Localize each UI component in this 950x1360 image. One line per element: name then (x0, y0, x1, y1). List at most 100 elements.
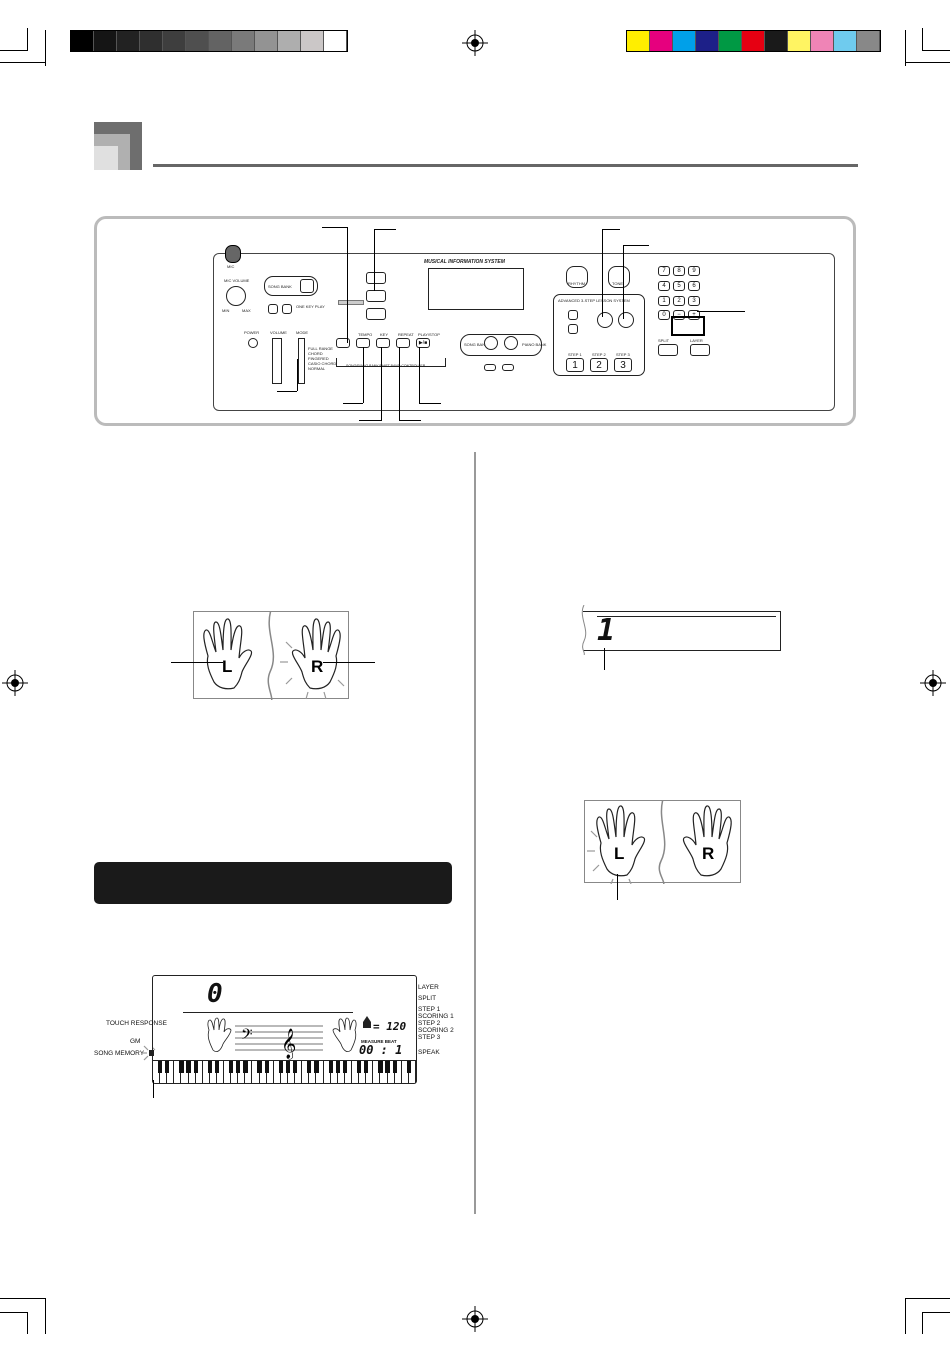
play-stop-button[interactable]: ▶/■ (416, 338, 430, 348)
mode-label: MODE (296, 330, 308, 335)
split-button[interactable] (658, 344, 678, 356)
lcd-digit: 1 (597, 613, 616, 648)
mode-list: FULL RANGE CHORD FINGERED CASIO CHORD NO… (308, 346, 336, 371)
lcd-black-key (285, 1061, 291, 1073)
crop-mark (27, 28, 28, 50)
right-hand-button[interactable] (618, 312, 634, 328)
tempo-down-button[interactable] (484, 364, 496, 371)
tone-button[interactable] (608, 266, 630, 288)
numpad-key[interactable]: 0 (658, 310, 670, 321)
metronome-icon (363, 1016, 371, 1028)
split-label: SPLIT (658, 338, 670, 343)
touch-response-label: TOUCH RESPONSE (106, 1020, 167, 1027)
mode-switch[interactable] (298, 338, 305, 384)
step-label: STEP 3 (616, 352, 630, 357)
callout-line (359, 420, 381, 421)
color-swatch (627, 31, 650, 51)
numpad-key[interactable]: 8 (673, 266, 685, 276)
mic-volume-knob[interactable] (226, 286, 246, 306)
numpad-key[interactable]: 6 (688, 280, 700, 291)
lcd-white-key (217, 1061, 225, 1083)
down-button[interactable] (268, 304, 278, 314)
piano-bank-button[interactable] (504, 336, 518, 350)
gray-swatch (278, 31, 301, 51)
lcd-black-key (193, 1061, 198, 1073)
song-bank-button-label: SONG BANK (464, 342, 488, 347)
lcd-white-key (295, 1061, 303, 1083)
lcd-black-key (406, 1061, 411, 1073)
lcd-black-key (257, 1061, 262, 1073)
measure-beat-readout: 00 : 1 (359, 1043, 403, 1057)
step-label: STEP 1 (568, 352, 582, 357)
tempo-readout: = 120 (373, 1020, 407, 1033)
numpad-key[interactable]: 1 (658, 295, 670, 306)
power-button[interactable] (248, 338, 258, 348)
lcd-white-key (267, 1061, 274, 1083)
callout-line (374, 229, 396, 230)
lcd-inner-line (597, 616, 776, 617)
left-hand-button[interactable] (597, 312, 613, 328)
lcd-white-key (345, 1061, 352, 1083)
numpad-key[interactable]: 5 (673, 280, 685, 291)
lcd-white-key (366, 1061, 374, 1083)
upper-center-button-3[interactable] (366, 308, 386, 320)
lcd-white-key (395, 1061, 402, 1083)
metronome-button[interactable] (568, 310, 578, 320)
numpad-key[interactable]: 4 (658, 280, 670, 291)
blink-indicator-icon (142, 1045, 154, 1061)
gray-swatch (163, 31, 186, 51)
repeat-button[interactable] (396, 338, 410, 348)
numpad-key[interactable]: 3 (688, 295, 700, 306)
layer-button[interactable] (690, 344, 710, 356)
one-key-play-button[interactable] (300, 279, 314, 293)
step1-button[interactable]: 1 (566, 358, 584, 372)
numpad-key[interactable]: 9 (688, 266, 700, 276)
keyboard-body: MIC MIC VOLUME MIN MAX SONG BANK ONE KEY… (213, 245, 835, 411)
numpad-key[interactable]: 7 (658, 266, 670, 276)
lesson-top-label: TEMPO (358, 332, 373, 337)
lcd-black-key (243, 1061, 248, 1073)
gray-scale-bar (70, 30, 348, 52)
play-stop-label: ONE KEY PLAY (296, 304, 325, 309)
crop-mark (45, 1298, 46, 1334)
indicator-step3: STEP 3 (418, 1034, 441, 1041)
lcd-black-key (179, 1061, 184, 1073)
column-separator (474, 452, 476, 1214)
step2-button[interactable]: 2 (590, 358, 608, 372)
callout-line (171, 662, 223, 663)
volume-slider[interactable] (272, 338, 282, 384)
indicator-step2: STEP 2 (418, 1020, 441, 1027)
song-bank-button[interactable] (484, 336, 498, 350)
numpad-key[interactable]: + (688, 310, 700, 321)
lesson-system-label: ADVANCED 3-STEP LESSON SYSTEM (558, 298, 630, 303)
crop-mark (0, 1298, 46, 1299)
numpad-key[interactable]: − (673, 310, 685, 321)
upper-center-button-1[interactable] (366, 272, 386, 284)
callout-line (343, 403, 363, 404)
hands-illustration: L R (587, 798, 732, 888)
indicator-step1: STEP 1 (418, 1006, 441, 1013)
tempo-up-button[interactable] (502, 364, 514, 371)
power-label: POWER (244, 330, 260, 335)
callout-line (623, 245, 624, 319)
rhythm-button[interactable] (566, 266, 588, 288)
color-swatch (696, 31, 719, 51)
lcd-black-key (357, 1061, 362, 1073)
upper-center-button-2[interactable] (366, 290, 386, 302)
right-indicator-list: LAYER SPLIT STEP 1 SCORING 1 STEP 2 SCOR… (418, 984, 454, 1056)
step3-button[interactable]: 3 (614, 358, 632, 372)
indicator-speak: SPEAK (418, 1049, 440, 1056)
lcd-black-key (207, 1061, 212, 1073)
up-button[interactable] (282, 304, 292, 314)
speak-button[interactable] (568, 324, 578, 334)
ff-button[interactable] (376, 338, 390, 348)
color-swatch (765, 31, 788, 51)
numpad-key[interactable]: 2 (673, 295, 685, 306)
rew-button[interactable] (336, 338, 350, 348)
lcd-black-key (328, 1061, 333, 1073)
large-lcd: 0 𝄢 𝄞 = 120 MEASURE BEAT 00 : 1 (152, 975, 417, 1084)
registration-mark-icon (2, 670, 28, 696)
mic-volume-label: MIC VOLUME (224, 278, 250, 283)
lcd-white-key (245, 1061, 253, 1083)
